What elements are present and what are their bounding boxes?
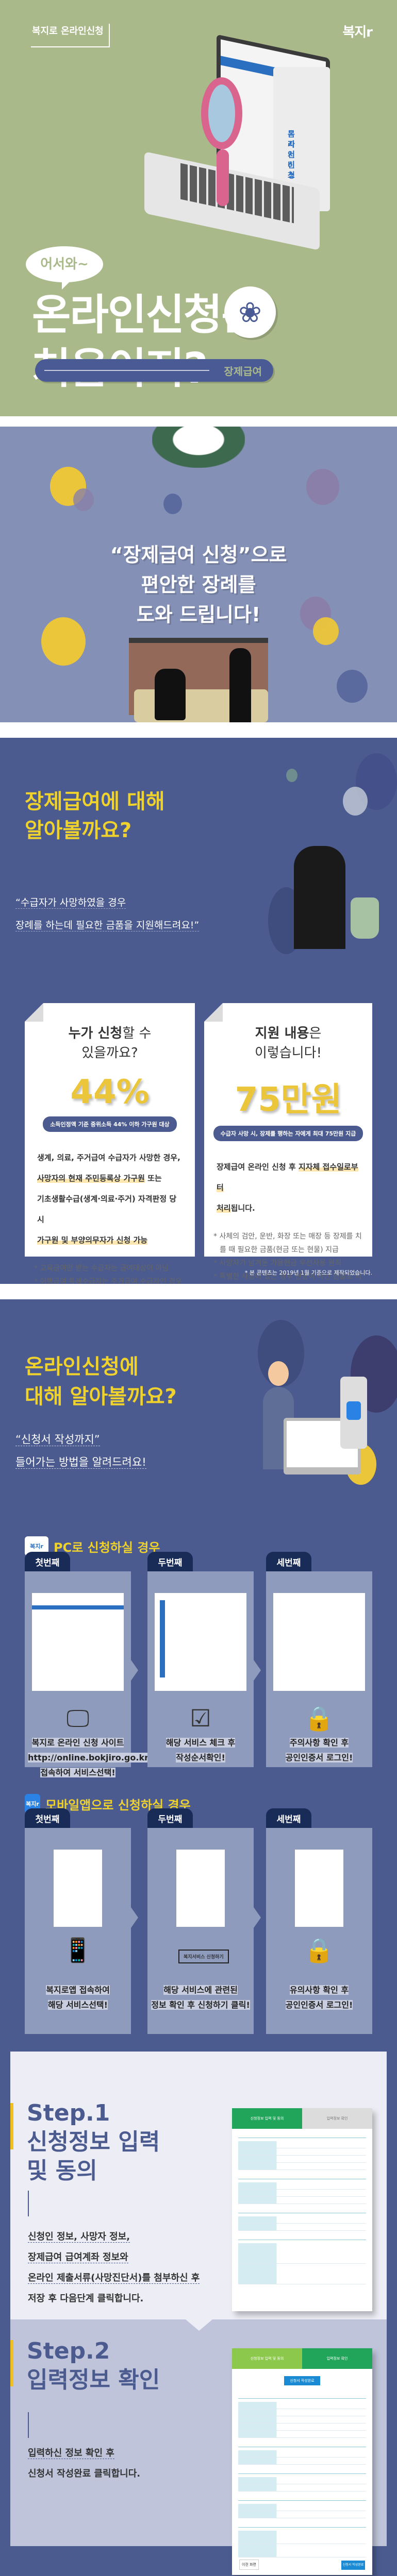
monitor-flower-icon: 🖵 — [66, 1704, 90, 1732]
category-pill: 장제급여 — [35, 359, 273, 382]
wreath-illustration — [152, 427, 245, 468]
back-button[interactable]: 이전 화면 — [239, 2560, 259, 2570]
complete-button[interactable]: 신청서 작성완료 — [284, 2376, 320, 2385]
note: * 사체의 검안, 운반, 화장 또는 매장 등 장제를 치를 때 필요한 금품… — [213, 1232, 362, 1254]
support-pill: 수급자 사망 시, 장제를 행하는 자에게 최대 75만원 지급 — [213, 1126, 363, 1141]
screenshot-thumbnail — [54, 1850, 102, 1927]
speech-bubble: 어서와~ — [26, 246, 103, 290]
magnifier-icon — [201, 77, 242, 149]
apply-button-icon: 복지서비스 신청하기 — [178, 1950, 229, 1963]
income-threshold-value: 44% — [70, 1073, 150, 1111]
service-tag: 복지로 온라인신청 — [31, 24, 110, 47]
screenshot-thumbnail — [32, 1593, 124, 1691]
altar-illustration — [129, 638, 268, 722]
note: * 사망자가 남겨둔 가용현금 우선사용 원칙 — [213, 1259, 342, 1267]
mourners-illustration — [268, 815, 379, 954]
checkbox-icon: ☑ — [190, 1704, 211, 1732]
screenshot-thumbnail — [295, 1850, 343, 1927]
note: * 특별한 사정이 있는 경우 현금이 아닌 현물로 지급 가능 — [213, 1273, 362, 1281]
note: * 이행급여 특례수급자는 주거급여 수급자인 경우에만 지급 — [34, 1278, 182, 1284]
complete-button[interactable]: 신청서 작성완료 — [341, 2561, 365, 2570]
screenshot-thumbnail — [176, 1850, 225, 1927]
eligibility-pill: 소득인정액 기준 중위소득 44% 이하 가구원 대상 — [43, 1116, 177, 1132]
lock-document-icon: 🔒 — [304, 1936, 334, 1964]
footnote: * 본 콘텐츠는 2019년 1월 기준으로 제작되었습니다. — [244, 1269, 372, 1276]
bokjiro-logo: 복지r — [342, 25, 373, 40]
presenter-illustration — [242, 1320, 397, 1485]
screenshot-thumbnail — [155, 1593, 246, 1691]
flower-icon: ❀ — [224, 286, 276, 338]
site-link[interactable]: http://online.bokjiro.go.kr — [28, 1753, 148, 1762]
support-amount-value: 75만원 — [235, 1081, 342, 1119]
phone-flower-icon: 📱 — [63, 1936, 93, 1964]
section-quote: “신청서 작성까지”들어가는 방법을 알려드려요! — [15, 1433, 146, 1469]
screenshot-thumbnail — [273, 1593, 365, 1691]
note: * 교육급여만 받는 수급자는 급여대상이 아님 — [34, 1264, 169, 1273]
lock-document-icon: 🔒 — [304, 1704, 334, 1732]
